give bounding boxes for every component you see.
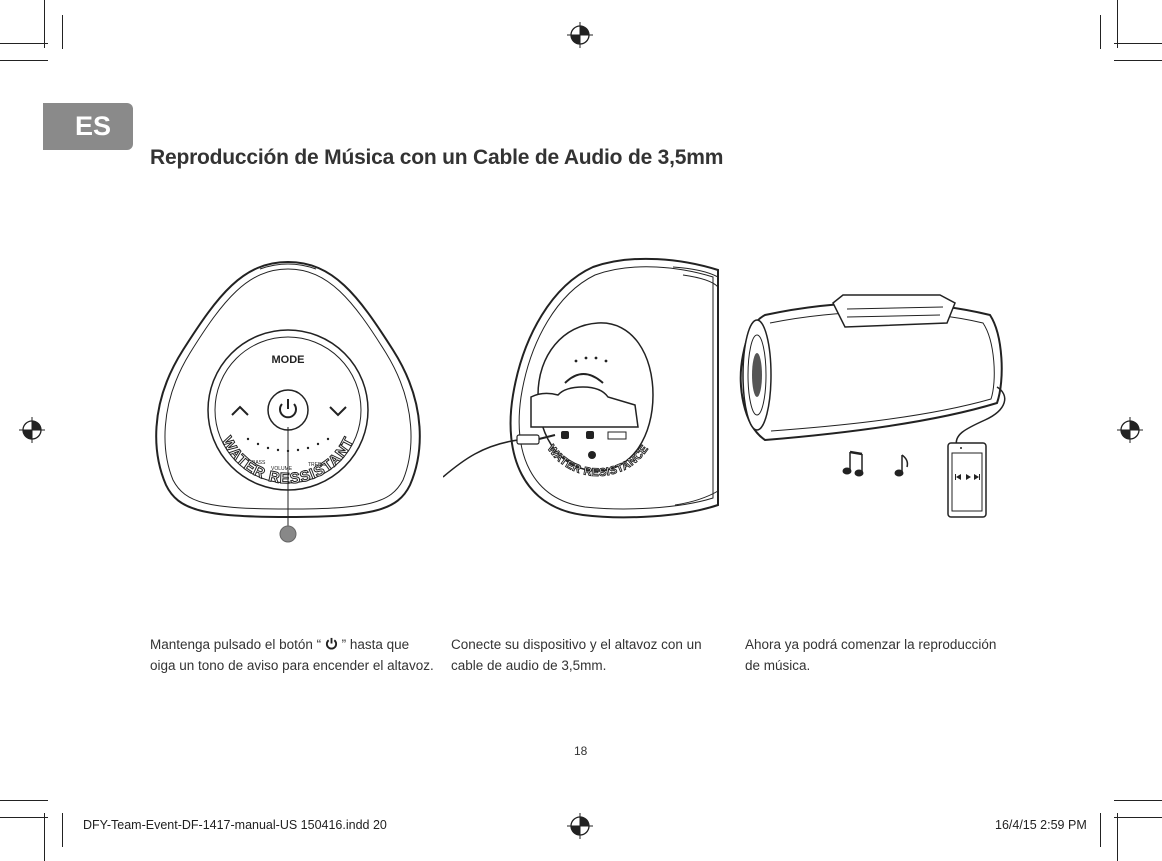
page-title: Reproducción de Música con un Cable de A… — [150, 146, 724, 169]
playback-controls-icon — [955, 474, 980, 480]
volume-label: VOLUME — [271, 466, 293, 472]
chevron-down-icon — [329, 406, 347, 417]
bass-label: BASS — [252, 460, 266, 466]
callout-marker — [279, 525, 297, 543]
music-notes-icon — [842, 450, 909, 477]
registration-mark-icon — [567, 813, 593, 839]
language-tab: ES — [43, 103, 133, 150]
speaker-side-illustration: WATER RESISTANCE — [443, 257, 719, 519]
chevron-up-icon — [231, 405, 249, 416]
registration-mark-icon — [19, 417, 45, 443]
page-number: 18 — [574, 744, 588, 758]
power-icon — [279, 399, 297, 419]
footer-date-time: 16/4/15 2:59 PM — [995, 818, 1087, 832]
speaker-phone-illustration — [739, 294, 1006, 518]
registration-mark-icon — [567, 22, 593, 48]
step-2-caption: Conecte su dispositivo y el altavoz con … — [451, 637, 702, 673]
speaker-front-illustration: MODE BASS VOLUME TREBLE WATER RESSISTANT — [155, 260, 421, 543]
step-3-caption: Ahora ya podrá comenzar la reproducción … — [745, 637, 997, 673]
power-icon — [325, 637, 337, 650]
footer-file-info: DFY-Team-Event-DF-1417-manual-US 150416.… — [83, 818, 387, 832]
registration-mark-icon — [1117, 417, 1143, 443]
mode-label: MODE — [272, 354, 305, 366]
treble-label: TREBLE — [308, 462, 328, 468]
step-1-caption: Mantenga pulsado el botón “ ” hasta que … — [150, 637, 434, 673]
